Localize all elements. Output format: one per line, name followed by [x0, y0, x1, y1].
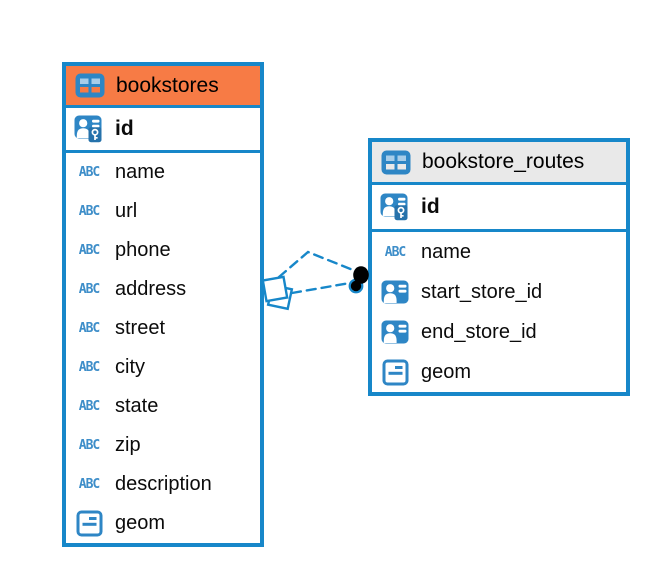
primary-key-user-icon	[72, 115, 106, 143]
table-node-bookstores[interactable]: bookstores id ABC name ABC url ABC	[62, 62, 264, 547]
table-header[interactable]: bookstore_routes	[372, 142, 626, 185]
column-section: ABC name ABC url ABC phone ABC address A…	[66, 153, 260, 543]
column-row-zip[interactable]: ABC zip	[66, 426, 260, 465]
text-icon: ABC	[78, 243, 101, 258]
table-node-bookstore_routes[interactable]: bookstore_routes id ABC name	[368, 138, 630, 396]
column-row-city[interactable]: ABC city	[66, 348, 260, 387]
column-row-geom[interactable]: geom	[66, 504, 260, 543]
column-row-id[interactable]: id	[372, 185, 626, 229]
column-row-url[interactable]: ABC url	[66, 192, 260, 231]
primary-key-section: id	[66, 108, 260, 153]
primary-key-user-icon	[378, 193, 412, 221]
column-row-address[interactable]: ABC address	[66, 270, 260, 309]
column-row-state[interactable]: ABC state	[66, 387, 260, 426]
primary-key-section: id	[372, 185, 626, 232]
table-icon	[73, 73, 107, 98]
text-icon: ABC	[78, 204, 101, 219]
text-icon: ABC	[78, 438, 101, 453]
column-row-description[interactable]: ABC description	[66, 465, 260, 504]
text-icon: ABC	[78, 165, 101, 180]
text-icon: ABC	[384, 244, 407, 260]
table-title: bookstore_routes	[422, 150, 585, 173]
column-section: ABC name start_store_id end_store_id	[372, 232, 626, 392]
column-row-end_store_id[interactable]: end_store_id	[372, 312, 626, 352]
column-row-id[interactable]: id	[66, 108, 260, 150]
column-row-phone[interactable]: ABC phone	[66, 231, 260, 270]
foreign-key-user-icon	[378, 320, 412, 344]
text-icon: ABC	[78, 282, 101, 297]
text-icon: ABC	[78, 477, 101, 492]
text-icon: ABC	[78, 360, 101, 375]
column-row-street[interactable]: ABC street	[66, 309, 260, 348]
foreign-key-user-icon	[378, 280, 412, 304]
geometry-icon	[72, 510, 106, 537]
text-icon: ABC	[78, 399, 101, 414]
table-title: bookstores	[116, 73, 219, 97]
text-icon: ABC	[78, 321, 101, 336]
column-row-start_store_id[interactable]: start_store_id	[372, 272, 626, 312]
table-header[interactable]: bookstores	[66, 66, 260, 108]
table-icon	[379, 150, 413, 175]
column-row-geom[interactable]: geom	[372, 352, 626, 392]
column-row-name[interactable]: ABC name	[66, 153, 260, 192]
geometry-icon	[378, 359, 412, 386]
column-row-name[interactable]: ABC name	[372, 232, 626, 272]
